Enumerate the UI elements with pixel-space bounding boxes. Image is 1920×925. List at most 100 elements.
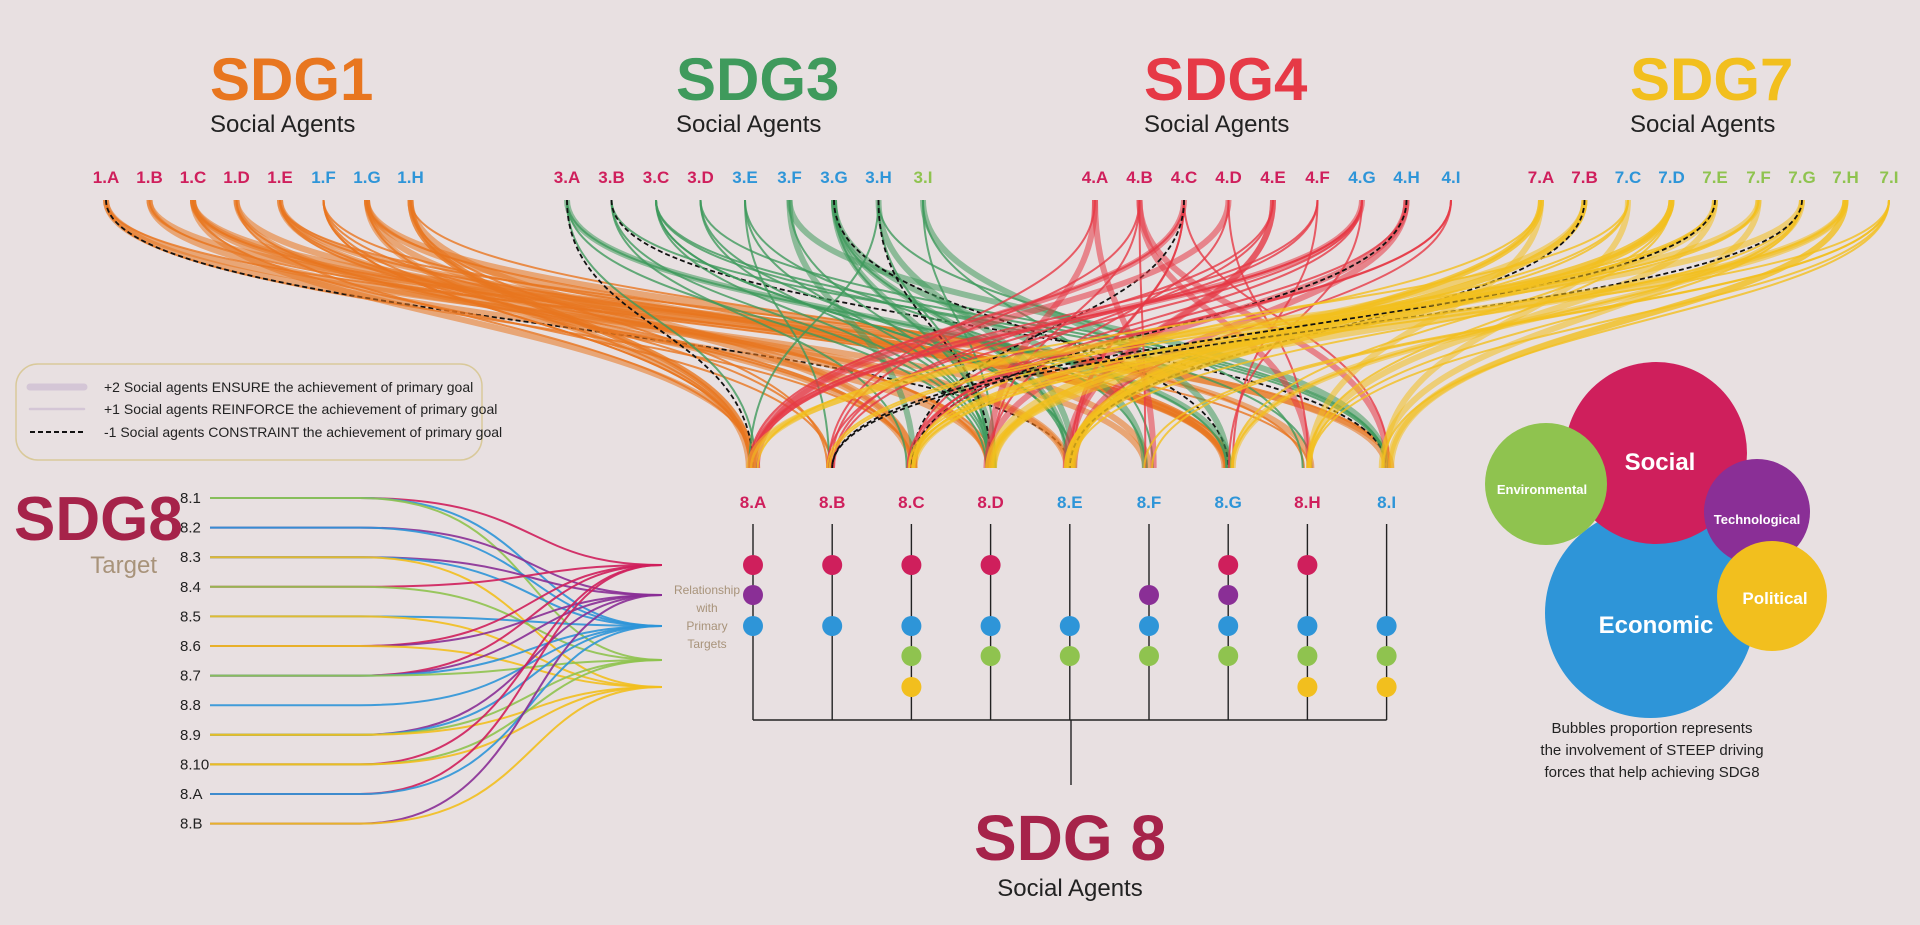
target-label-4-i: 4.I: [1442, 168, 1461, 187]
bubble-caption-line-3: forces that help achieving SDG8: [1544, 764, 1759, 781]
goal-link-curve: [1386, 199, 1849, 469]
relationship-dot-yellow: [1297, 677, 1318, 697]
target-fan-line: [210, 615, 663, 627]
target-label-3-g: 3.G: [820, 168, 847, 187]
target-label-3-d: 3.D: [687, 168, 713, 187]
relationship-dot-blue: [1297, 616, 1318, 636]
constraint-link-curve: [877, 199, 992, 469]
bottom-title: SDG 8 Social Agents: [974, 802, 1166, 902]
bubble-caption-line-2: the involvement of STEEP driving: [1540, 742, 1763, 759]
target-label-4-a: 4.A: [1082, 168, 1108, 187]
goal-link-curve: [746, 199, 1805, 469]
relationship-dot-blue: [1376, 616, 1397, 636]
goal-link-curve: [409, 199, 1305, 469]
target-label-1-a: 1.A: [93, 168, 119, 187]
goal-title-sdg3: SDG3: [676, 46, 839, 113]
relationship-dot-blue: [980, 616, 1001, 636]
target-label-7-f: 7.F: [1746, 168, 1771, 187]
goal-link-curves: [103, 199, 1890, 469]
bubble-label-political: Political: [1742, 589, 1807, 608]
relationship-label-line-2: with: [695, 601, 717, 615]
relationship-dot-green: [901, 646, 922, 666]
sdg8-target-item-8-5: 8.5: [180, 608, 201, 625]
target-fan-lines: [210, 497, 663, 825]
relationship-dot-blue: [901, 616, 922, 636]
goal-link-curve: [1138, 199, 1147, 469]
sdg8-hub-label-8-f: 8.F: [1137, 493, 1162, 512]
target-label-4-f: 4.F: [1305, 168, 1330, 187]
goal-link-curve: [564, 199, 1233, 469]
goal-link-curve: [235, 199, 754, 469]
relationship-dot-magenta: [980, 555, 1001, 575]
sdg8-target-list: SDG8 Target 8.18.28.38.48.58.68.78.88.98…: [14, 485, 209, 833]
relationship-dot-magenta: [1218, 555, 1239, 575]
goal-title-sdg4: SDG4: [1144, 46, 1308, 113]
goal-link-curve: [985, 199, 1098, 469]
bubble-label-technological: Technological: [1714, 512, 1800, 527]
target-fan-line: [210, 625, 663, 795]
goal-subtitle-sdg4: Social Agents: [1144, 111, 1289, 138]
goal-link-curve: [1308, 199, 1890, 469]
target-label-4-b: 4.B: [1126, 168, 1152, 187]
target-label-3-f: 3.F: [777, 168, 802, 187]
target-label-4-d: 4.D: [1215, 168, 1241, 187]
relationship-label-line-4: Targets: [687, 637, 726, 651]
sdg8-target-item-8-3: 8.3: [180, 549, 201, 566]
sdg8-target-item-8-9: 8.9: [180, 727, 201, 744]
target-label-7-h: 7.H: [1832, 168, 1858, 187]
target-label-1-b: 1.B: [136, 168, 162, 187]
target-label-1-d: 1.D: [223, 168, 249, 187]
relationship-dot-magenta: [901, 555, 922, 575]
target-label-4-g: 4.G: [1348, 168, 1375, 187]
relationship-dot-blue: [1139, 616, 1159, 636]
target-fan-line: [210, 526, 663, 627]
relationship-dot-magenta: [822, 555, 843, 575]
target-label-4-c: 4.C: [1171, 168, 1197, 187]
sdg8-hub-label-8-e: 8.E: [1057, 493, 1083, 512]
goal-title-sdg7: SDG7: [1630, 46, 1793, 113]
target-fan-line: [210, 564, 663, 766]
constraint-link-curve: [610, 199, 1388, 469]
goal-link-curve: [911, 199, 1760, 469]
relationship-label-line-3: Primary: [686, 619, 727, 633]
sdg8-hub-label-8-c: 8.C: [898, 493, 924, 512]
goal-link-curve: [566, 199, 757, 469]
relationship-dot-blue: [743, 616, 763, 636]
goal-link-curve: [911, 199, 1542, 469]
target-fan-line: [210, 594, 663, 825]
goal-link-curve: [699, 199, 1071, 469]
target-fan-line: [210, 497, 663, 566]
legend-text-reinforce: +1 Social agents REINFORCE the achieveme…: [104, 401, 497, 417]
relationship-dot-green: [1059, 646, 1080, 666]
sdg8-hub-label-8-a: 8.A: [740, 493, 766, 512]
goal-link-curve: [744, 199, 831, 469]
relationship-dot-purple: [1139, 585, 1159, 605]
target-label-3-c: 3.C: [643, 168, 669, 187]
goal-link-curve: [914, 199, 1363, 469]
goal-subtitle-sdg3: Social Agents: [676, 111, 821, 138]
legend: +2 Social agents ENSURE the achievement …: [15, 363, 502, 461]
target-label-7-g: 7.G: [1788, 168, 1815, 187]
bubble-technological: [1704, 459, 1810, 565]
target-fan-line: [210, 594, 663, 647]
constraint-link-curve: [910, 199, 1185, 469]
sdg8-target-item-8-10: 8.10: [180, 756, 209, 773]
sdg8-hub-label-8-b: 8.B: [819, 493, 845, 512]
constraint-link-curve: [566, 199, 754, 469]
target-fan-line: [210, 686, 663, 736]
sdg8-target-item-8-8: 8.8: [180, 697, 201, 714]
relationship-dot-yellow: [1376, 677, 1397, 697]
relationship-dot-green: [1376, 646, 1397, 666]
goal-link-curve: [190, 199, 1390, 469]
goal-link-curve: [748, 199, 880, 469]
goal-subtitle-sdg1: Social Agents: [210, 111, 355, 138]
goal-link-curve: [407, 199, 756, 469]
legend-text-ensure: +2 Social agents ENSURE the achievement …: [104, 379, 473, 395]
sdg8-target-item-8-b: 8.B: [180, 816, 203, 833]
target-label-4-e: 4.E: [1260, 168, 1286, 187]
target-label-7-b: 7.B: [1571, 168, 1597, 187]
constraint-link-curve: [831, 199, 1716, 469]
target-fan-line: [210, 564, 663, 588]
goal-link-curve: [747, 199, 1365, 469]
